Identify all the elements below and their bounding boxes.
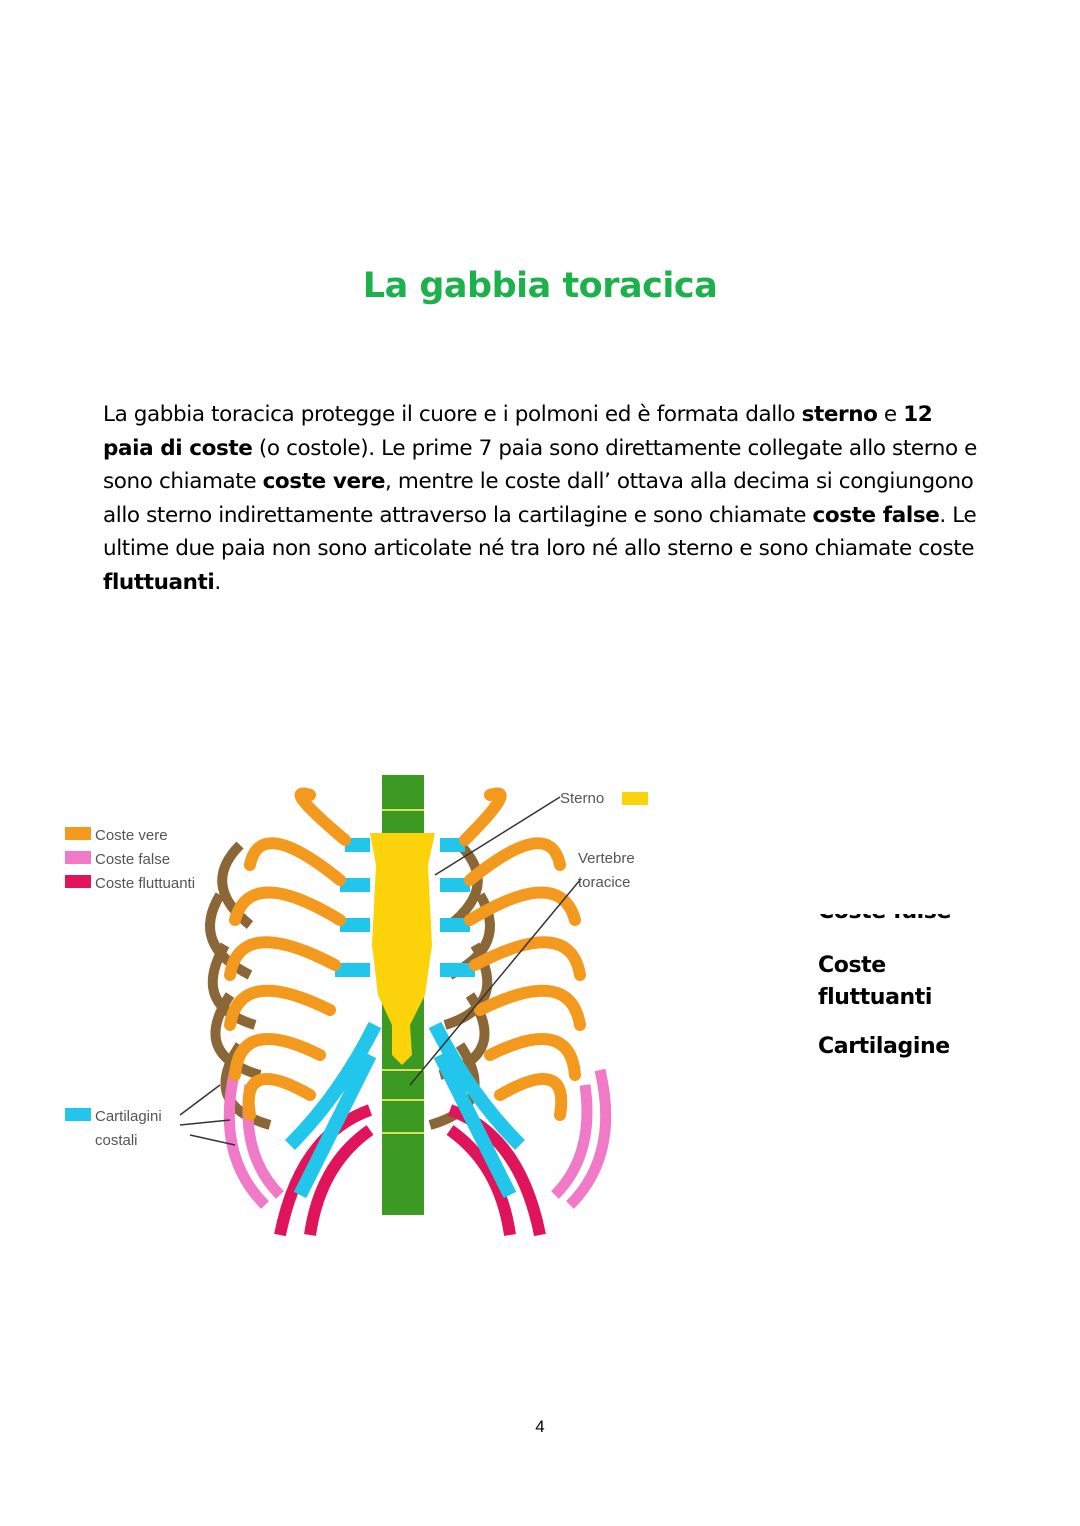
label-costali: costali	[95, 1132, 138, 1149]
bold-term: fluttuanti	[103, 569, 215, 595]
clipped-label-coste-false: Coste false	[818, 914, 1018, 928]
legend-swatch-coste-false	[65, 851, 91, 864]
legend-label-coste-vere: Coste vere	[95, 827, 168, 844]
costal-cartilages	[285, 838, 525, 1199]
bold-term: coste false	[812, 502, 940, 528]
body-paragraph: La gabbia toracica protegge il cuore e i…	[103, 398, 983, 599]
legend-swatch-coste-fluttuanti	[65, 875, 91, 888]
side-label-cartilagine: Cartilagine	[818, 1034, 950, 1059]
side-label-coste-fluttuanti: Coste fluttuanti	[818, 950, 932, 1014]
paragraph-text: La gabbia toracica protegge il cuore e i…	[103, 402, 802, 427]
legend-swatch-coste-vere	[65, 827, 91, 840]
bold-term: coste vere	[262, 469, 386, 494]
bold-term: sterno	[801, 402, 878, 427]
label-sterno: Sterno	[560, 790, 604, 807]
sternum	[370, 833, 435, 1065]
paragraph-text: .	[214, 569, 221, 595]
paragraph-text: e	[877, 402, 904, 427]
vertebra-lines	[382, 809, 424, 1134]
paragraph-text: (o costole). Le prime 7 paia sono dirett…	[103, 435, 978, 495]
label-vertebre: Vertebre	[578, 850, 635, 867]
page-title: La gabbia toracica	[362, 266, 718, 306]
label-cartilagini: Cartilagini	[95, 1108, 162, 1125]
legend: Coste vere Coste false Coste fluttuanti …	[65, 827, 195, 1149]
side-label-line-2: fluttuanti	[818, 985, 933, 1010]
legend-label-coste-fluttuanti: Coste fluttuanti	[95, 875, 195, 892]
label-toracice: toracice	[578, 874, 631, 891]
leader-lines	[179, 796, 581, 1146]
paragraph-text: , mentre le coste dall’ ottava alla deci…	[103, 469, 974, 528]
legend-label-coste-false: Coste false	[95, 851, 170, 868]
rib-cage-diagram: Coste vere Coste false Coste fluttuanti …	[65, 775, 648, 1237]
page-number: 4	[535, 1417, 545, 1436]
legend-swatch-cartilagini	[65, 1108, 91, 1121]
swatch-sterno	[622, 792, 648, 805]
paragraph-text: . Le ultime due paia non sono articolate…	[103, 502, 977, 562]
true-ribs	[224, 787, 586, 1121]
bold-term: 12 paia di coste	[103, 402, 933, 461]
false-ribs	[223, 1068, 612, 1209]
side-label-line-1: Coste	[818, 953, 886, 978]
